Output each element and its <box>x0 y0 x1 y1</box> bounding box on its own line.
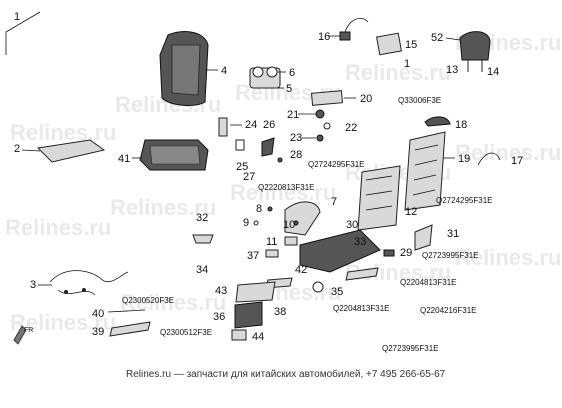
callout-number: 18 <box>455 119 467 131</box>
callout-number: 31 <box>447 228 459 240</box>
callout-number: 32 <box>196 212 208 224</box>
part-code: Q2724295F31E <box>308 160 365 169</box>
callout-number: 44 <box>252 331 264 343</box>
footer-text: Relines.ru — запчасти для китайских авто… <box>126 368 446 380</box>
part-3-harness: 3 <box>30 270 129 296</box>
callout-number: 1 <box>404 58 410 70</box>
watermark: Relines.ru <box>230 180 336 205</box>
part-18-19-17-backframe: 18 19 17 Q2724295F31E <box>308 116 523 211</box>
callout-number: 30 <box>346 219 358 231</box>
callout-number: 12 <box>405 206 417 218</box>
watermark: Relines.ru <box>345 60 451 85</box>
part-code: Q2724295F31E <box>436 196 493 205</box>
callout-number: 38 <box>274 306 286 318</box>
callout-number: 24 <box>245 119 257 131</box>
part-code: Q2300520F3E <box>122 296 174 305</box>
callout-number: 19 <box>458 153 470 165</box>
fr-label: FR <box>24 327 33 334</box>
part-2-cushion-pad: 2 <box>14 139 106 163</box>
part-code: Q2204216F31E <box>420 306 477 315</box>
part-15-module: 15 <box>376 32 417 56</box>
part-code: Q2204813F31E <box>400 278 457 287</box>
watermark: Relines.ru <box>120 290 226 315</box>
part-20-23-small: 20 21 22 23 <box>287 90 372 144</box>
callout-number: 15 <box>405 39 417 51</box>
callout-number: 9 <box>243 217 249 229</box>
part-code: Q2300512F3E <box>160 328 212 337</box>
callout-number: 27 <box>243 171 255 183</box>
callout-number: 6 <box>289 67 295 79</box>
callout-number: 11 <box>266 236 277 248</box>
callout-number: 2 <box>14 143 20 155</box>
callout-number: 41 <box>118 153 130 165</box>
callout-number: 5 <box>286 83 292 95</box>
callout-number: 1 <box>14 11 20 23</box>
callout-number: 13 <box>446 64 458 76</box>
callout-number: 8 <box>256 203 262 215</box>
callout-number: 28 <box>290 149 302 161</box>
watermark: Relines.ru <box>10 120 116 145</box>
leader-line <box>5 11 41 55</box>
front-direction-indicator: FR <box>13 325 33 345</box>
part-code: Q2723995F31E <box>422 251 479 260</box>
callout-number: 21 <box>287 109 299 121</box>
part-16-connector: 16 <box>318 17 369 43</box>
watermark: Relines.ru <box>455 245 561 270</box>
callout-number: 16 <box>318 31 330 43</box>
callout-number: 10 <box>283 219 295 231</box>
callout-number: 29 <box>400 247 412 259</box>
part-code: Q2220813F31E <box>258 183 315 192</box>
part-code: Q2723995F31E <box>382 344 439 353</box>
part-code: Q2204813F31E <box>333 304 390 313</box>
part-5-6-guides: 6 5 <box>249 66 295 95</box>
part-seat-frame: 7 8 9 10 11 12 30 33 29 37 Q2204813F31E <box>243 165 457 287</box>
watermark: Relines.ru <box>110 195 216 220</box>
callout-number: 52 <box>431 32 443 44</box>
part-code: Q33006F3E <box>398 96 441 105</box>
part-4-seatback-cover: 4 <box>159 31 227 106</box>
callout-number: 33 <box>354 236 366 248</box>
callout-number: 36 <box>213 311 225 323</box>
callout-number: 39 <box>92 326 104 338</box>
callout-number: 26 <box>263 119 275 131</box>
callout-number: 23 <box>290 132 302 144</box>
callout-number: 3 <box>30 279 36 291</box>
code-Q33006F3E: 1 Q33006F3E <box>398 58 441 105</box>
callout-1: 1 <box>5 11 41 55</box>
callout-number: 35 <box>331 286 343 298</box>
callout-number: 43 <box>215 285 227 297</box>
part-31-cover: 31 Q2724295F31E Q2723995F31E <box>414 196 493 260</box>
callout-number: 22 <box>345 122 357 134</box>
part-41-seat-cushion: 41 <box>118 139 209 171</box>
callout-number: 4 <box>221 65 227 77</box>
watermark: Relines.ru <box>5 215 111 240</box>
callout-number: 7 <box>331 196 337 208</box>
callout-number: 40 <box>92 308 104 320</box>
part-52-headrest: 52 13 14 <box>431 31 499 78</box>
watermark: Relines.ru <box>10 310 116 335</box>
callout-number: 42 <box>295 264 307 276</box>
watermark: Relines.ru <box>455 140 561 165</box>
part-lower-trim: 35 42 43 38 36 44 Q2204813F31E Q2204216F… <box>213 264 477 353</box>
callout-number: 14 <box>487 66 499 78</box>
callout-number: 34 <box>196 264 208 276</box>
callout-number: 25 <box>236 161 248 173</box>
callout-number: 20 <box>360 93 372 105</box>
callout-number: 17 <box>511 155 523 167</box>
callout-number: 37 <box>247 250 259 262</box>
part-32-34-clip: 32 34 <box>192 212 214 276</box>
part-24-28-small: 24 25 26 27 28 Q2220813F31E <box>218 117 315 192</box>
part-39-40: 40 39 Q2300520F3E Q2300512F3E <box>92 296 212 338</box>
